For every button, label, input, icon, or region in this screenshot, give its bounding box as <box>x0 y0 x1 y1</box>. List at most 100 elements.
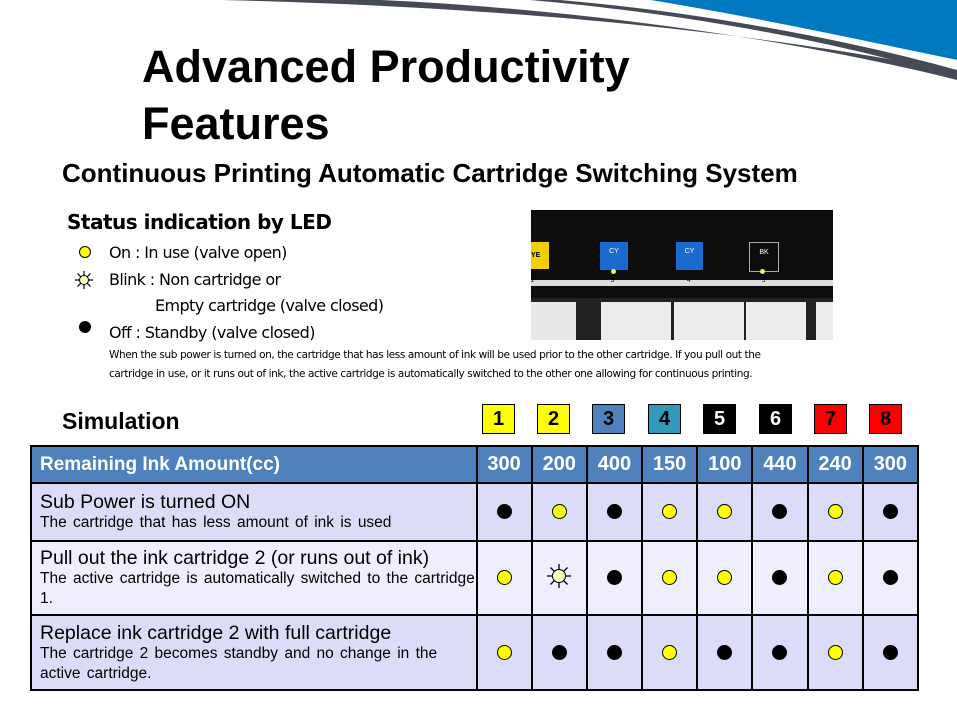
led-cell <box>585 614 644 691</box>
cartridge-badge: 8 <box>869 404 902 434</box>
row-description: Pull out the ink cartridge 2 (or runs ou… <box>30 540 478 616</box>
row-detail: The active cartridge is automatically sw… <box>40 570 475 607</box>
header-swoosh <box>220 0 957 80</box>
led-off-icon <box>882 504 898 520</box>
led-cell <box>641 614 699 691</box>
cartridge-badge: 3 <box>592 404 625 434</box>
ink-amount: 300 <box>475 445 533 484</box>
led-on-icon <box>717 570 733 586</box>
photo-number: 5 <box>762 278 766 284</box>
photo-label: YE <box>531 242 549 269</box>
legend-on: On : In use (valve open) <box>109 243 287 262</box>
led-on-icon <box>551 504 567 520</box>
printer-photo: YE CY CY BK 2 3 4 5 <box>531 210 833 340</box>
led-cell <box>806 540 864 616</box>
led-off-icon <box>606 644 622 660</box>
led-cell <box>530 540 588 616</box>
led-off-icon <box>772 644 788 660</box>
led-on-icon <box>717 504 733 520</box>
row-detail: The cartridge that has less amount of in… <box>40 514 392 531</box>
led-off-icon <box>496 504 512 520</box>
led-cell <box>530 482 588 542</box>
led-cell <box>696 614 754 691</box>
photo-label: CY <box>676 242 703 270</box>
photo-number: 4 <box>687 278 691 284</box>
led-blink-icon <box>547 563 572 588</box>
row-title: Replace ink cartridge 2 with full cartri… <box>40 621 392 644</box>
led-cell <box>751 540 809 616</box>
led-cell <box>585 540 644 616</box>
led-on-icon <box>827 504 843 520</box>
cartridge-badge: 1 <box>482 404 515 434</box>
led-cell <box>696 540 754 616</box>
row-description: Replace ink cartridge 2 with full cartri… <box>30 614 478 691</box>
led-off-icon <box>882 644 898 660</box>
led-on-icon <box>662 570 678 586</box>
row-detail: The cartridge 2 becomes standby and no c… <box>40 644 438 682</box>
table-row: Replace ink cartridge 2 with full cartri… <box>30 614 920 691</box>
led-off-icon <box>772 504 788 520</box>
ink-amount: 100 <box>696 445 754 484</box>
cartridge-badge: 5 <box>703 404 736 434</box>
led-off-icon <box>606 570 622 586</box>
led-cell <box>641 540 699 616</box>
led-off-icon <box>717 644 733 660</box>
photo-label: BK <box>749 242 779 272</box>
cartridge-badge: 6 <box>759 404 792 434</box>
photo-number: 3 <box>611 278 615 284</box>
led-cell <box>861 482 920 542</box>
led-heading: Status indication by LED <box>67 210 332 234</box>
note-line: cartridge in use, or it runs out of ink,… <box>109 368 753 380</box>
led-cell <box>806 482 864 542</box>
table-row: Pull out the ink cartridge 2 (or runs ou… <box>30 540 920 616</box>
led-off-icon <box>79 321 91 333</box>
led-cell <box>475 482 533 542</box>
simulation-heading: Simulation <box>62 408 180 434</box>
led-on-icon <box>79 246 91 258</box>
ink-amount: 240 <box>806 445 864 484</box>
row-title: Pull out the ink cartridge 2 (or runs ou… <box>40 547 430 569</box>
cartridge-badge: 4 <box>648 404 681 434</box>
row-title: Sub Power is turned ON <box>40 491 251 513</box>
led-off-icon <box>551 644 567 660</box>
ink-amount: 440 <box>751 445 809 484</box>
photo-label: CY <box>600 242 628 270</box>
page-title: Advanced Productivity Features <box>142 38 630 152</box>
led-cell <box>475 614 533 691</box>
led-on-icon <box>496 644 512 660</box>
title-line: Features <box>142 98 330 149</box>
led-on-icon <box>496 570 512 586</box>
led-off-icon <box>882 570 898 586</box>
header-label: Remaining Ink Amount(cc) <box>30 445 478 484</box>
led-on-icon <box>662 504 678 520</box>
led-cell <box>696 482 754 542</box>
led-off-icon <box>772 570 788 586</box>
ink-amount: 300 <box>861 445 920 484</box>
led-cell <box>751 482 809 542</box>
ink-amount: 150 <box>641 445 699 484</box>
led-blink-icon <box>75 271 93 289</box>
led-off-icon <box>606 504 622 520</box>
led-cell <box>585 482 644 542</box>
title-line: Advanced Productivity <box>142 41 630 92</box>
led-cell <box>861 540 920 616</box>
led-cell <box>806 614 864 691</box>
led-cell <box>861 614 920 691</box>
led-cell <box>530 614 588 691</box>
led-on-icon <box>662 644 678 660</box>
led-cell <box>751 614 809 691</box>
photo-number: 2 <box>531 278 535 284</box>
legend-off: Off : Standby (valve closed) <box>109 323 315 342</box>
cartridge-badge: 7 <box>814 404 847 434</box>
ink-amount: 400 <box>585 445 644 484</box>
legend-blink: Blink : Non cartridge or <box>109 270 281 289</box>
cartridge-badge: 2 <box>537 404 570 434</box>
led-cell <box>641 482 699 542</box>
subtitle: Continuous Printing Automatic Cartridge … <box>62 158 798 188</box>
note-line: When the sub power is turned on, the car… <box>109 349 761 361</box>
